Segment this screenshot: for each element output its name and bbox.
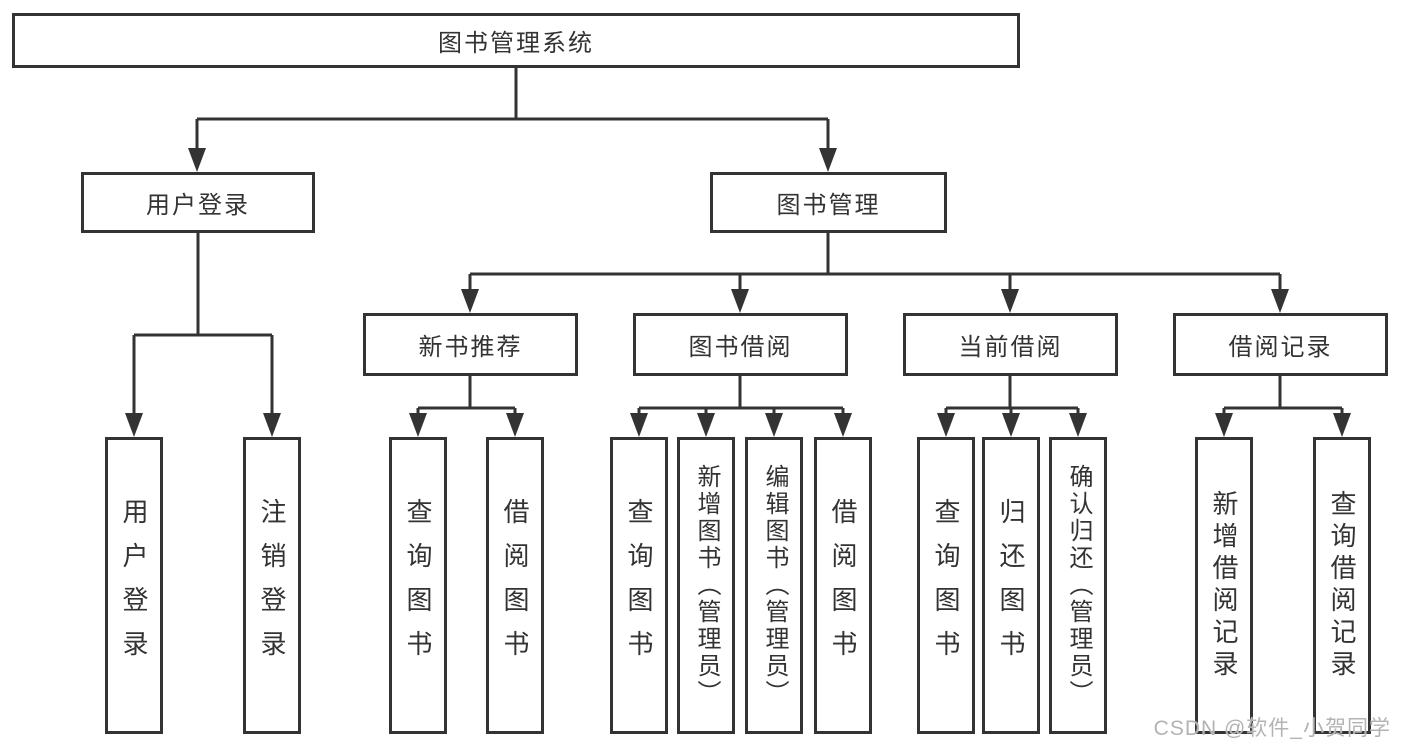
edge-line bbox=[468, 233, 1282, 295]
node-current-borrow: 当前借阅 bbox=[903, 313, 1118, 376]
leaf-query-books-recommend: 查询图书 bbox=[389, 437, 447, 734]
arrowhead bbox=[697, 413, 715, 437]
leaf-borrow-books-recommend: 借阅图书 bbox=[486, 437, 544, 734]
arrowhead bbox=[461, 289, 479, 313]
node-new-book-recommend: 新书推荐 bbox=[363, 313, 578, 376]
edge-line bbox=[944, 376, 1080, 419]
edge-user-login-children bbox=[125, 233, 281, 437]
arrowhead bbox=[125, 413, 143, 437]
arrowhead bbox=[1271, 289, 1289, 313]
leaf-edit-book-admin: 编辑图书（管理员） bbox=[745, 437, 803, 734]
arrowhead bbox=[263, 413, 281, 437]
arrowhead bbox=[819, 148, 837, 172]
arrowhead bbox=[937, 413, 955, 437]
leaf-borrow-books: 借阅图书 bbox=[814, 437, 872, 734]
edge-borrow-record-children bbox=[1215, 376, 1351, 437]
edge-line bbox=[1222, 376, 1344, 419]
leaf-user-login: 用户登录 bbox=[105, 437, 163, 734]
leaf-confirm-return-admin: 确认归还（管理员） bbox=[1049, 437, 1107, 734]
edge-current-borrow-children bbox=[937, 376, 1087, 437]
edge-line bbox=[195, 68, 830, 154]
arrowhead bbox=[1333, 413, 1351, 437]
edge-new-book-recommend-children bbox=[409, 376, 524, 437]
arrowhead bbox=[630, 413, 648, 437]
arrowhead bbox=[1001, 289, 1019, 313]
watermark-text: CSDN @软件_小贺同学 bbox=[1153, 717, 1391, 740]
node-borrow-record: 借阅记录 bbox=[1173, 313, 1388, 376]
edge-line bbox=[132, 233, 274, 419]
arrowhead bbox=[506, 413, 524, 437]
edge-book-borrow-children bbox=[630, 376, 852, 437]
arrowhead bbox=[765, 413, 783, 437]
leaf-logout: 注销登录 bbox=[243, 437, 301, 734]
leaf-query-books-current: 查询图书 bbox=[917, 437, 975, 734]
node-library-system: 图书管理系统 bbox=[12, 13, 1020, 68]
arrowhead bbox=[1069, 413, 1087, 437]
node-book-management: 图书管理 bbox=[710, 172, 947, 233]
edge-root-children bbox=[188, 68, 837, 172]
arrowhead bbox=[731, 289, 749, 313]
leaf-add-borrow-record: 新增借阅记录 bbox=[1195, 437, 1253, 734]
node-book-borrow: 图书借阅 bbox=[633, 313, 848, 376]
leaf-query-books-borrow: 查询图书 bbox=[610, 437, 668, 734]
edge-book-management-children bbox=[461, 233, 1289, 313]
arrowhead bbox=[1215, 413, 1233, 437]
arrowhead bbox=[1002, 413, 1020, 437]
edge-line bbox=[637, 376, 845, 419]
arrowhead bbox=[409, 413, 427, 437]
arrowhead bbox=[834, 413, 852, 437]
arrowhead bbox=[188, 148, 206, 172]
leaf-query-borrow-record: 查询借阅记录 bbox=[1313, 437, 1371, 734]
node-user-login: 用户登录 bbox=[81, 172, 315, 233]
edge-line bbox=[416, 376, 517, 419]
leaf-return-book: 归还图书 bbox=[982, 437, 1040, 734]
leaf-add-book-admin: 新增图书（管理员） bbox=[677, 437, 735, 734]
